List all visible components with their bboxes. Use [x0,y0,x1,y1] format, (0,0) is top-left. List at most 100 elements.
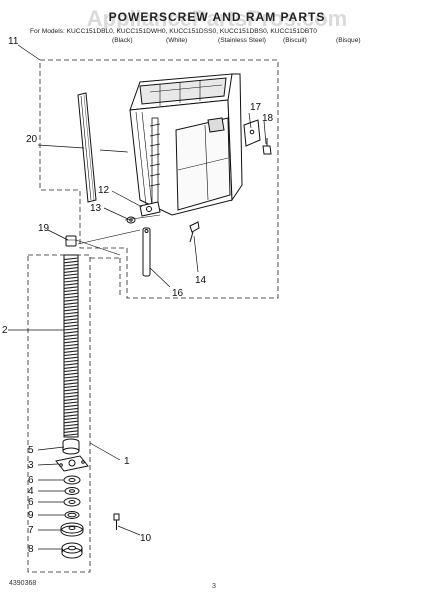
screw-thread-line [63,283,79,286]
callout-10: 10 [140,533,152,544]
part-4-spacer [64,487,80,495]
screw-thread-line [63,363,79,366]
screw-thread-line [63,359,79,363]
screw-thread-line [63,404,79,408]
screw-thread-line [63,318,79,321]
screw-thread-line [63,398,79,401]
screw-thread-line [63,315,79,318]
color-label-white: (White) [166,37,188,44]
page-number: 3 [212,583,216,590]
color-label-stainless: (Stainless Steel) [218,37,267,44]
callout-12: 12 [98,185,110,196]
callout-13: 13 [90,203,102,214]
callout-7: 7 [28,525,34,536]
screw-thread-line [63,299,79,302]
callout-8: 8 [28,544,34,555]
callout-20: 20 [26,134,38,145]
callout-4: 4 [28,486,34,497]
callout-14: 14 [195,275,207,286]
screw-thread-line [63,343,79,347]
screw-thread-line [63,430,79,433]
callout-11: 11 [8,36,19,47]
callout-6-upper: 6 [28,475,34,486]
screw-thread-line [63,353,79,357]
screw-thread-line [63,308,79,312]
screw-thread-line [63,327,79,331]
callout-3: 3 [28,460,34,471]
part-8-sprocket [61,542,83,559]
screw-thread-line [63,382,79,385]
screw-thread-line [63,340,79,344]
screw-thread-line [63,334,79,337]
part-6-washer-upper [63,475,81,485]
screw-thread-line [63,414,79,417]
callout-9: 9 [28,510,34,521]
part-10-bolt [113,513,120,530]
screw-thread-line [63,417,79,421]
color-label-black: (Black) [112,37,133,44]
part-6-washer-lower [63,497,81,507]
part-14-screw [189,221,200,243]
callout-17: 17 [250,102,262,113]
screw-thread-line [63,388,79,392]
document-number: 4390368 [9,580,37,587]
screw-thread-line [63,347,79,350]
part-7-gear [60,522,84,537]
screw-thread-line [63,295,79,299]
screw-thread-line [63,391,79,395]
color-label-biscuit: (Biscuit) [283,37,307,44]
ram-box-assembly [129,73,243,216]
part-3-mounting-plate [55,455,89,472]
screw-thread-line [63,433,79,437]
screw-thread-line [63,420,79,424]
color-label-bisque: (Bisque) [336,37,361,44]
screw-thread-line [63,395,79,398]
part-9-ring [64,511,80,519]
part-19-cap [65,235,77,247]
part-17-hinge-bracket [243,119,261,147]
part-2-powerscrew [63,254,79,438]
screw-thread-line [63,411,79,414]
callout-2: 2 [2,325,8,336]
screw-thread-line [63,267,79,270]
screw-thread-line [63,369,79,373]
screw-thread-line [63,385,79,389]
screw-thread-line [63,276,79,280]
screw-thread-line [63,321,79,325]
screw-thread-line [63,324,79,328]
screw-thread-line [63,427,79,430]
callout-1: 1 [124,456,130,467]
screw-thread-line [63,305,79,309]
screw-thread-line [63,302,79,305]
models-line: For Models: KUCC151DBL0, KUCC151DWH0, KU… [30,28,317,35]
screw-thread-line [63,289,79,293]
part-13-nut [126,216,136,224]
screw-thread-line [63,273,79,277]
screw-thread-line [63,270,79,273]
leader-lines [8,44,267,550]
upper-assembly-boundary [39,59,279,299]
callout-5: 5 [28,445,34,456]
part-20-trim-strip [77,92,97,203]
callout-19: 19 [38,223,50,234]
screw-thread-line [63,311,79,315]
callout-6-lower: 6 [28,497,34,508]
screw-thread-line [63,257,79,261]
screw-thread-line [63,366,79,369]
part-5-bushing [62,438,80,455]
callout-18: 18 [262,113,274,124]
screw-thread-line [63,337,79,341]
part-16-link-rod [142,227,151,277]
screw-thread-line [63,375,79,379]
screw-thread-line [63,263,79,267]
part-18-screw [262,138,272,155]
screw-thread-line [63,260,79,264]
watermark-text: AppliancePartsPros.com [86,6,348,31]
screw-thread-line [63,423,79,427]
screw-thread-line [63,286,79,289]
screw-thread-line [63,401,79,405]
screw-thread-line [63,350,79,353]
screw-thread-line [63,372,79,376]
